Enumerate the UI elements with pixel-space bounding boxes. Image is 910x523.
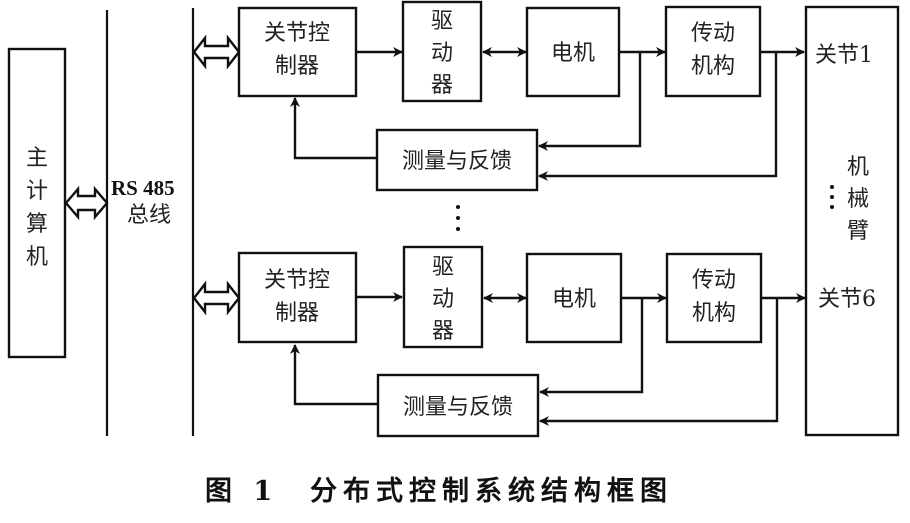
- feedback-box: [375, 128, 539, 192]
- arm-ellipsis-dot: [830, 195, 834, 199]
- feedback-to-controller-line: [290, 97, 377, 160]
- robot-arm-block: 关节1 机 械 臂 关节6: [804, 5, 900, 437]
- arm-char: 机: [847, 155, 869, 180]
- channel-joint-6: 关节控 制器 驱 动 器 电机 传动 机构 测量与反馈: [192, 245, 806, 438]
- figure-title: 分布式控制系统结构框图: [310, 475, 673, 507]
- transmission-box: [665, 252, 763, 344]
- joint-controller-label: 制器: [275, 301, 319, 326]
- motor-box: [525, 6, 621, 98]
- motor-label: 电机: [552, 287, 596, 312]
- driver-char: 驱: [432, 255, 454, 280]
- joint-controller-box: [237, 6, 358, 98]
- transmission-box: [664, 5, 762, 98]
- motor-feedback-line: [539, 298, 644, 397]
- host-computer-block: 主 计 算 机: [7, 47, 67, 359]
- driver-box: [401, 0, 483, 103]
- channel-ellipsis: [456, 205, 460, 231]
- joint-controller-label: 关节控: [264, 268, 330, 293]
- driver-char: 驱: [431, 9, 453, 34]
- joint-controller-box: [237, 251, 358, 344]
- joint-controller-label: 制器: [275, 54, 319, 79]
- arm-ellipsis-dot: [830, 185, 834, 189]
- feedback-to-controller-line: [290, 344, 378, 406]
- transmission-feedback-line: [539, 298, 779, 426]
- driver-char: 器: [432, 319, 454, 344]
- feedback-label: 测量与反馈: [403, 395, 513, 420]
- bus-controller-double-arrow: [192, 34, 241, 70]
- host-char: 机: [26, 245, 48, 270]
- driver-char: 动: [431, 41, 453, 66]
- bus-controller-double-arrow: [192, 280, 241, 316]
- transmission-label: 机构: [692, 301, 736, 326]
- channel-joint-1: 关节控 制器 驱 动 器 电机 传动 机构 测量与反馈: [192, 0, 805, 192]
- arm-char: 械: [847, 187, 869, 212]
- arm-char: 臂: [847, 219, 869, 244]
- bus-label-zongxian: 总线: [127, 203, 171, 228]
- host-char: 算: [26, 212, 48, 237]
- arm-ellipsis-dot: [830, 205, 834, 209]
- transmission-feedback-line: [538, 52, 778, 181]
- joint-controller-label: 关节控: [264, 21, 330, 46]
- driver-box: [402, 245, 484, 349]
- transmission-label: 传动: [692, 268, 736, 293]
- motor-box: [525, 252, 623, 344]
- driver-char: 动: [432, 287, 454, 312]
- feedback-label: 测量与反馈: [402, 149, 512, 174]
- feedback-box: [376, 373, 540, 438]
- joint-6-label: 关节6: [818, 287, 876, 312]
- transmission-label: 机构: [691, 54, 735, 79]
- host-char: 主: [26, 146, 48, 171]
- transmission-label: 传动: [691, 21, 735, 46]
- figure-number: 图 1: [205, 476, 278, 507]
- motor-label: 电机: [551, 41, 595, 66]
- host-bus-double-arrow: [64, 185, 109, 221]
- driver-char: 器: [431, 73, 453, 98]
- joint-1-label: 关节1: [815, 43, 873, 68]
- host-char: 计: [26, 179, 48, 204]
- bus-label-rs485: RS 485: [111, 176, 175, 200]
- motor-feedback-line: [538, 52, 642, 151]
